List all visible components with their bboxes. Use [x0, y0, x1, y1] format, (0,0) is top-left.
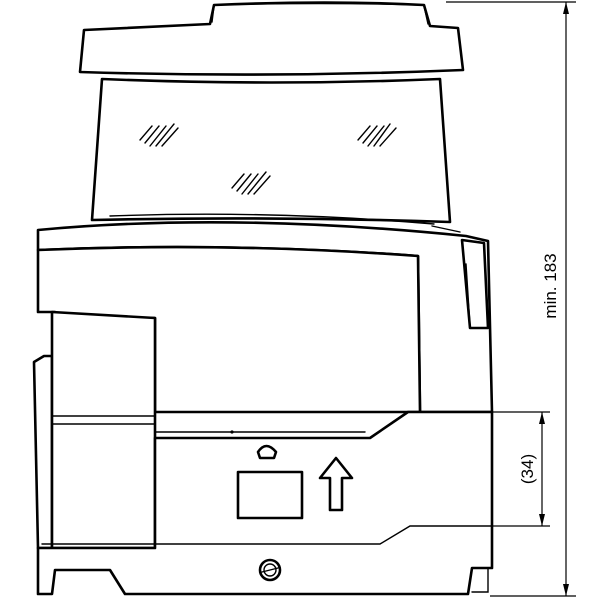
- connector-cutout: [236, 470, 304, 520]
- housing-body: [36, 213, 494, 414]
- glass-reflection-marks: [139, 123, 397, 195]
- bracket-height-label: (34): [518, 454, 537, 484]
- arrow-up-icon: [318, 456, 354, 512]
- bolt-head-icon: [256, 444, 278, 460]
- dimension-lines: [446, 1, 576, 597]
- optics-window: [90, 77, 452, 224]
- top-cover: [78, 1, 465, 76]
- mounting-bracket: [32, 310, 494, 596]
- total-height-label: min. 183: [541, 253, 560, 318]
- screw-icon: [258, 558, 282, 582]
